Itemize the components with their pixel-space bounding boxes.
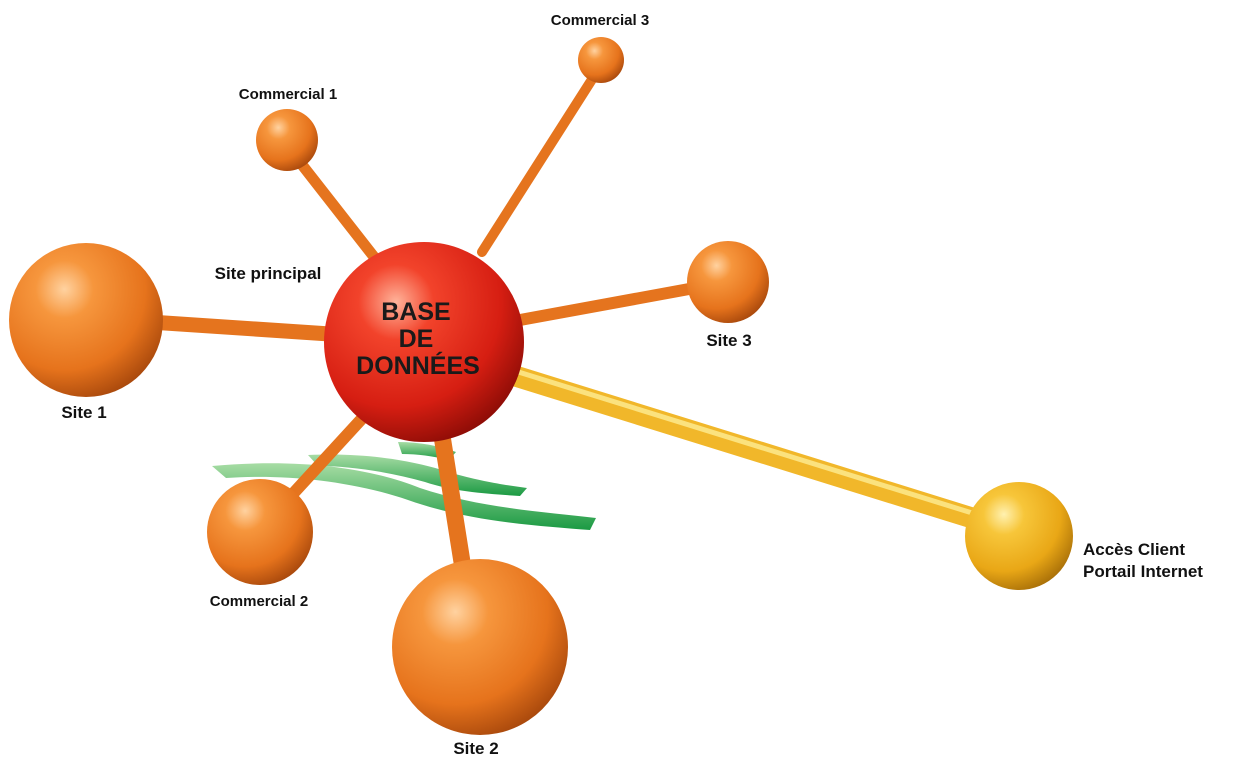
link-client <box>485 359 996 533</box>
commercial-2-node <box>207 479 313 585</box>
commercial-2-label: Commercial 2 <box>210 593 308 610</box>
hub-label-line2: DE <box>399 325 434 353</box>
link-commercial-1 <box>286 146 384 268</box>
commercial-1-label: Commercial 1 <box>239 86 337 103</box>
link-client-highlight <box>493 362 988 520</box>
site-1-node <box>9 243 163 397</box>
site-2-node <box>392 559 568 735</box>
site-1-label: Site 1 <box>61 403 106 422</box>
database-hub <box>324 242 524 442</box>
site-3-label: Site 3 <box>706 331 751 350</box>
hub-label-line1: BASE <box>381 298 450 326</box>
client-portal-node <box>965 482 1073 590</box>
site-2-label: Site 2 <box>453 739 498 758</box>
wireless-arc-middle <box>308 454 527 496</box>
commercial-3-node <box>578 37 624 83</box>
wireless-arc-outer <box>212 463 596 530</box>
hub-label-line3: DONNÉES <box>356 351 480 380</box>
site-principal-label: Site principal <box>215 264 322 283</box>
commercial-1-node <box>256 109 318 171</box>
link-commercial-3 <box>477 65 603 257</box>
link-site-3 <box>514 281 706 326</box>
client-label-line1: Accès Client <box>1083 540 1185 559</box>
site-3-node <box>687 241 769 323</box>
client-label-line2: Portail Internet <box>1083 562 1203 581</box>
commercial-3-label: Commercial 3 <box>551 12 649 29</box>
